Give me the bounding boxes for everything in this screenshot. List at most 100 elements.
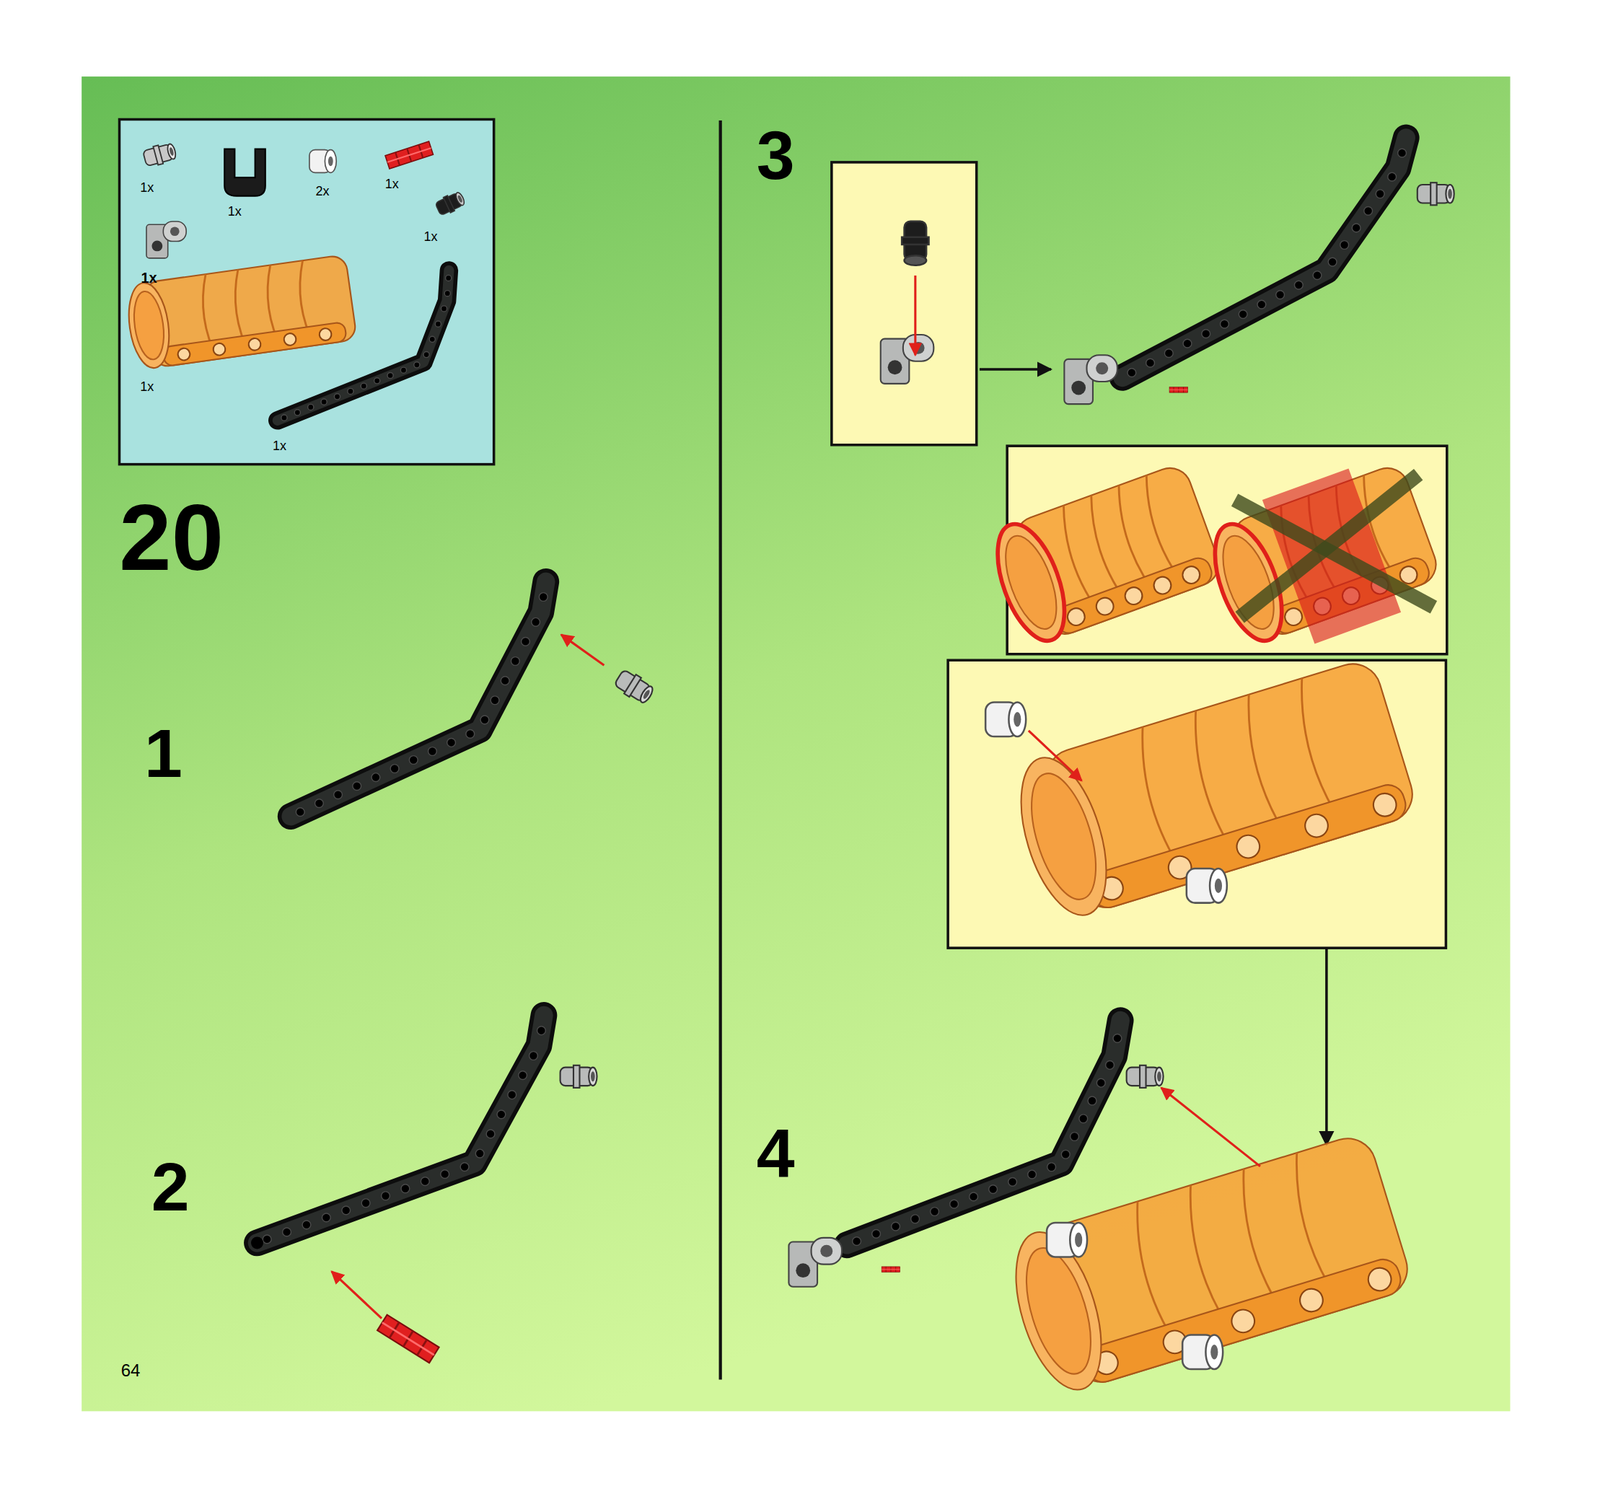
beam-hole — [321, 398, 327, 405]
liftarm-beam — [277, 270, 452, 421]
wrong-cross — [1240, 474, 1419, 618]
axle-body — [385, 141, 433, 169]
beam-hole — [360, 383, 367, 389]
flange-hole — [1365, 1265, 1395, 1295]
beam-hole — [1387, 172, 1397, 182]
pin-part — [142, 141, 178, 169]
beam-hole — [341, 1206, 351, 1215]
pin-part — [1126, 1065, 1164, 1088]
flange-hole — [1151, 574, 1173, 596]
beam-hole — [510, 657, 520, 666]
beam-hole — [1113, 1033, 1122, 1043]
sub-assembly-box — [1007, 445, 1448, 655]
step-number: 3 — [756, 121, 795, 190]
bush-face — [1008, 702, 1026, 738]
beam-hole — [1398, 148, 1407, 158]
bush-hole — [1210, 1344, 1218, 1360]
pin-end — [1445, 184, 1454, 203]
beam-hole — [507, 1090, 517, 1100]
beam-hole — [529, 1051, 539, 1061]
beam-hole — [1294, 280, 1303, 290]
pin-hole — [908, 258, 922, 264]
beam-hole — [1070, 1132, 1080, 1142]
beam-hole — [531, 617, 541, 627]
pin-body — [613, 669, 652, 703]
beam-hole — [420, 1177, 430, 1186]
pin-collar — [573, 1065, 580, 1088]
axle-part — [385, 141, 433, 169]
pin-part — [434, 189, 467, 217]
part-count: 1x — [423, 230, 438, 244]
pin-part — [560, 1065, 598, 1088]
beam-face — [277, 270, 450, 421]
parts-list-box — [119, 119, 495, 465]
page-number: 64 — [121, 1361, 141, 1380]
cylinder-bore — [995, 529, 1067, 636]
pin-end — [638, 684, 656, 705]
orange-cylinder — [1201, 462, 1443, 650]
beam-body — [290, 581, 547, 816]
pin-hole — [1447, 188, 1453, 200]
direction-arrow — [1028, 730, 1083, 781]
beam-hole — [911, 1214, 920, 1224]
connector-hole — [1071, 380, 1086, 396]
bush-face — [1205, 1335, 1223, 1370]
beam-hole — [409, 755, 418, 765]
cylinder-end — [983, 515, 1078, 650]
connector-hole — [795, 1263, 811, 1278]
beam-hole — [852, 1237, 862, 1246]
flange-hole — [1093, 595, 1116, 617]
direction-arrow — [1161, 1087, 1261, 1167]
beam-face — [1122, 137, 1406, 378]
flange-hole — [1228, 1307, 1258, 1336]
part-count: 1x — [385, 177, 399, 191]
bush-face — [1069, 1222, 1088, 1258]
beam-face — [846, 1020, 1121, 1246]
cylinder-bore — [1018, 766, 1109, 907]
part-count: 1x — [272, 439, 287, 453]
pin-part — [901, 221, 929, 266]
pin-hole — [457, 194, 464, 203]
beam-hole — [371, 773, 381, 782]
bush-hole — [1214, 878, 1223, 894]
bush-hole — [1013, 711, 1021, 727]
page-panel — [81, 76, 1510, 1412]
axle-ridge — [881, 1268, 900, 1270]
beam-hole — [475, 1149, 485, 1158]
part-count: 1x — [139, 181, 154, 195]
part-count: 1x — [227, 204, 242, 218]
flange-hole — [1065, 605, 1088, 628]
beam-hole — [1220, 319, 1230, 329]
pin-end — [588, 1067, 597, 1086]
orange-cylinder — [124, 254, 358, 371]
beam-hole — [444, 290, 451, 297]
beam-hole — [930, 1207, 940, 1217]
axle-ridge — [387, 147, 432, 163]
beam-hole — [374, 377, 381, 384]
connector-arm — [811, 1237, 842, 1265]
beam-hole — [1146, 358, 1155, 368]
beam-hole — [1087, 1096, 1097, 1106]
axle-body — [1169, 387, 1188, 394]
beam-hole — [440, 1170, 450, 1179]
pin-collar — [623, 674, 642, 697]
cylinder-end — [1004, 747, 1124, 925]
beam-hole — [447, 738, 456, 748]
beam-hole — [1079, 1114, 1088, 1124]
beam-hole — [440, 305, 447, 312]
beam-hole — [490, 696, 500, 705]
axle-part — [377, 1315, 439, 1364]
flange-hole — [1302, 811, 1331, 841]
beam-hole — [352, 781, 362, 791]
beam-hole — [1096, 1078, 1106, 1088]
connector-part — [146, 221, 187, 259]
beam-hole — [262, 1234, 272, 1244]
beam-hole — [1008, 1177, 1018, 1186]
flange-hole — [177, 347, 192, 362]
pin-hole — [590, 1071, 596, 1082]
beam-hole — [1364, 206, 1373, 215]
pin-end — [1154, 1067, 1163, 1086]
beam-hole — [428, 747, 438, 756]
beam-face — [256, 1014, 544, 1243]
beam-hole — [988, 1185, 998, 1194]
